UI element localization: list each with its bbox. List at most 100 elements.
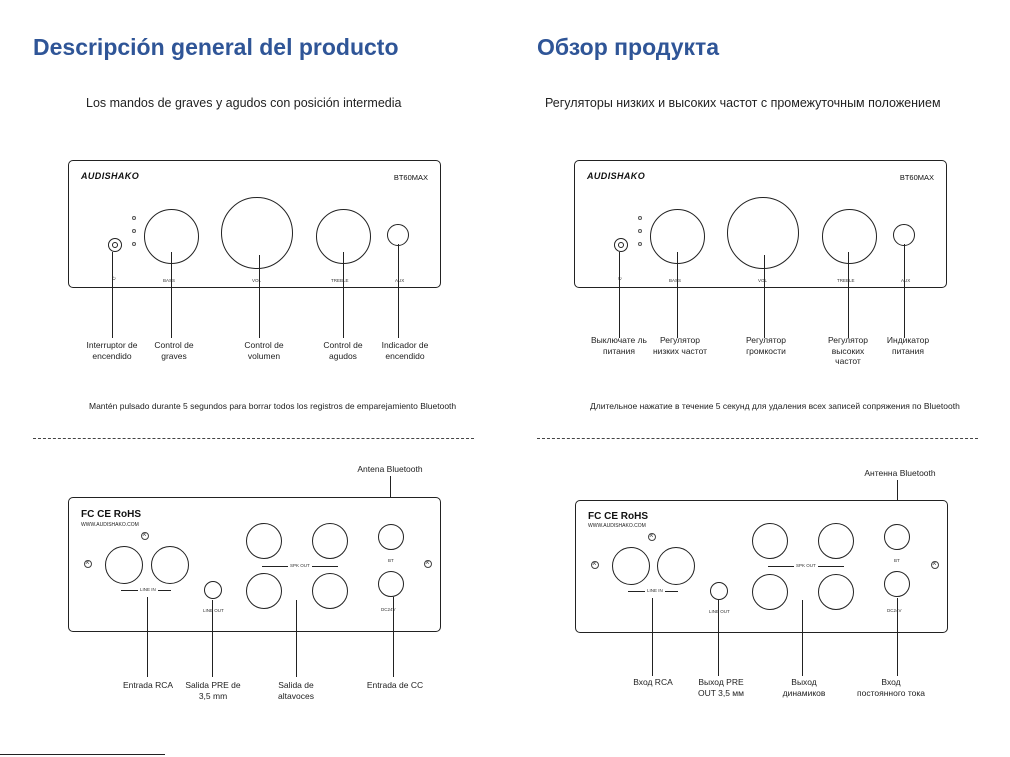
rca-right-jack [151, 546, 189, 584]
website: WWW.AUDISHAKO.COM [81, 522, 139, 528]
callout-line [398, 244, 399, 338]
callout-line [848, 252, 849, 338]
bt-label: BT [388, 558, 394, 563]
callout-line [764, 255, 765, 338]
power-switch [614, 238, 628, 252]
screw-icon [141, 530, 149, 540]
led-indicator [638, 216, 642, 220]
speaker-terminal [246, 573, 282, 609]
power-switch [108, 238, 122, 252]
speaker-terminal [246, 523, 282, 559]
screw-icon [424, 558, 432, 568]
footer-rule [0, 754, 165, 755]
led-indicator [638, 229, 642, 233]
led-indicator [132, 242, 136, 246]
brand-logo: AUDISHAKO [587, 171, 646, 181]
model-name: BT60MAX [899, 173, 934, 182]
subtitle-ru: Регуляторы низких и высоких частот с про… [545, 96, 941, 110]
line-out-jack [204, 581, 222, 599]
callout-line [393, 597, 394, 677]
note-es: Mantén pulsado durante 5 segundos para b… [89, 401, 457, 411]
volume-label: VOL [252, 278, 262, 283]
brand-logo: AUDISHAKO [81, 171, 140, 181]
model-name: BT60MAX [393, 173, 428, 182]
callout-line [259, 255, 260, 338]
rear-label-dc: Вход постоянного тока [857, 677, 925, 698]
rear-label-preout: Выход PRE OUT 3,5 мм [697, 677, 744, 698]
led-indicator [638, 242, 642, 246]
divider [537, 438, 978, 439]
aux-label: AUX [395, 278, 405, 283]
power-symbol: ⏻ [112, 276, 116, 281]
front-label-indicator: Индикатор питания [886, 335, 930, 356]
bt-antenna-port [884, 524, 910, 550]
volume-knob [221, 197, 293, 269]
front-label-indicator: Indicador de encendido [381, 340, 429, 361]
aux-label: AUX [901, 278, 911, 283]
rca-left-jack [105, 546, 143, 584]
front-panel-ru: AUDISHAKO BT60MAX ⏻ BASS VOL TREBLE AUX [574, 160, 947, 288]
line-in-label: LINE IN [138, 587, 158, 592]
rear-label-speaker: Salida de altavoces [278, 680, 314, 701]
callout-line [296, 600, 297, 677]
dc-jack [884, 571, 910, 597]
front-label-volume: Регулятор громкости [745, 335, 786, 356]
front-label-bass: Control de graves [154, 340, 194, 361]
treble-label: TREBLE [837, 278, 855, 283]
treble-label: TREBLE [331, 278, 349, 283]
callout-line [343, 252, 344, 338]
dc-jack [378, 571, 404, 597]
speaker-terminal [312, 573, 348, 609]
screw-icon [648, 531, 656, 541]
rear-label-preout: Salida PRE de 3,5 mm [185, 680, 241, 701]
aux-indicator [387, 224, 409, 246]
bt-antenna-port [378, 524, 404, 550]
line-in-label: LINE IN [645, 588, 665, 593]
bt-label: BT [894, 558, 900, 563]
page-title-es: Descripción general del producto [33, 34, 399, 60]
front-label-power: Выключате ль питания [591, 335, 647, 356]
callout-line [802, 600, 803, 676]
led-indicator [132, 229, 136, 233]
speaker-terminal [818, 574, 854, 610]
treble-knob [316, 209, 371, 264]
rca-right-jack [657, 547, 695, 585]
divider [33, 438, 474, 439]
rear-label-rca: Вход RCA [633, 677, 673, 687]
callout-line [212, 600, 213, 677]
volume-label: VOL [758, 278, 768, 283]
subtitle-es: Los mandos de graves y agudos con posici… [86, 96, 402, 110]
treble-knob [822, 209, 877, 264]
callout-line [904, 244, 905, 338]
screw-icon [84, 558, 92, 568]
cert-logos: FC CE RoHS [81, 509, 141, 520]
bass-label: BASS [669, 278, 682, 283]
speaker-terminal [312, 523, 348, 559]
website: WWW.AUDISHAKO.COM [588, 523, 646, 529]
line-out-label: LINE OUT [203, 608, 224, 613]
aux-indicator [893, 224, 915, 246]
front-panel-es: AUDISHAKO BT60MAX ⏻ BASS VOL TREBLE AUX [68, 160, 441, 288]
front-label-treble: Control de agudos [323, 340, 363, 361]
dc-label: DC24V [887, 608, 902, 613]
speaker-terminal [752, 523, 788, 559]
cert-logos: FC CE RoHS [588, 511, 648, 522]
rear-label-dc: Entrada de CC [366, 680, 424, 690]
rca-left-jack [612, 547, 650, 585]
screw-icon [931, 559, 939, 569]
rear-panel-ru: FC CE RoHS WWW.AUDISHAKO.COM LINE IN LIN… [575, 500, 948, 633]
spk-out-label: SPK OUT [794, 563, 818, 568]
callout-line [171, 252, 172, 338]
callout-line [112, 252, 113, 338]
antenna-label-ru: Антенна Bluetooth [864, 468, 936, 478]
antenna-label-es: Antena Bluetooth [357, 464, 423, 474]
front-label-power: Interruptor de encendido [86, 340, 138, 361]
page-title-ru: Обзор продукта [537, 34, 720, 60]
speaker-terminal [752, 574, 788, 610]
line-out-label: LINE OUT [709, 609, 730, 614]
rear-label-speaker: Выход динамиков [782, 677, 826, 698]
speaker-terminal [818, 523, 854, 559]
callout-line [677, 252, 678, 338]
volume-knob [727, 197, 799, 269]
rear-label-rca: Entrada RCA [122, 680, 174, 690]
